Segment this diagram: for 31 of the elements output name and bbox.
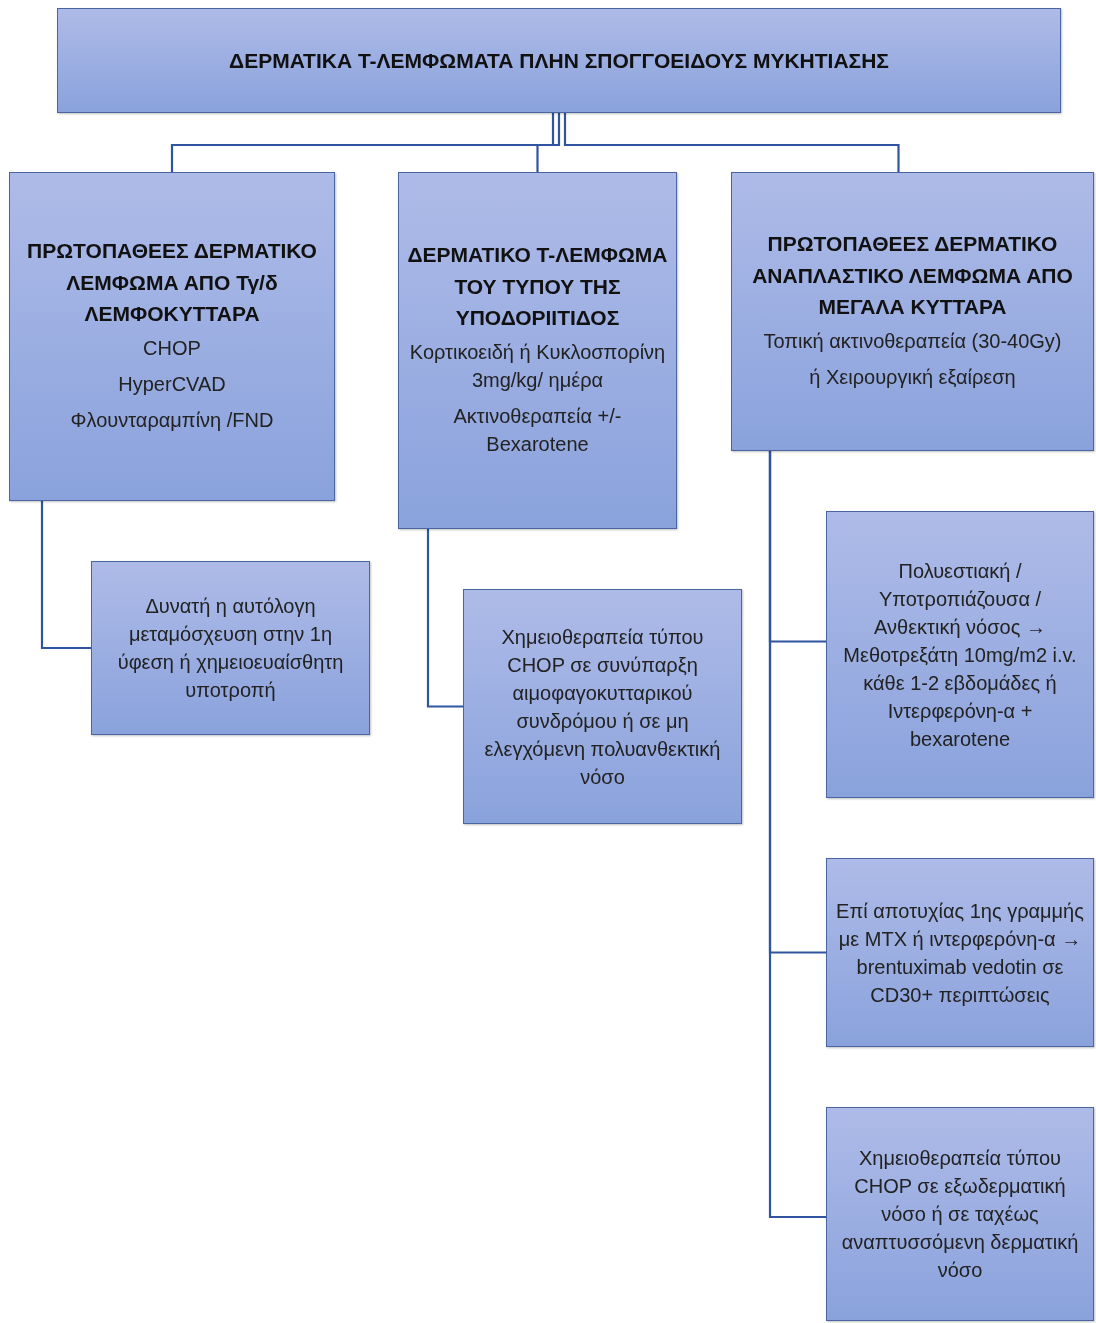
box-text: Τοπική ακτινοθεραπεία (30-40Gy) (763, 328, 1062, 354)
connector-line (40, 501, 91, 650)
process-box (731, 172, 1094, 451)
box-text: CHOP (143, 335, 201, 361)
connector-line (536, 113, 561, 172)
box-heading: ΔΕΡΜΑΤΙΚΑ Τ-ΛΕΜΦΩΜΑΤΑ ΠΛΗΝ ΣΠΟΓΓΟΕΙΔΟΥΣ ΜΥΚΗΤΙΑΣΗΣ (229, 47, 889, 74)
box-text: ή Χειρουργική εξαίρεση (809, 364, 1016, 390)
box-text: Φλουνταραμπίνη /FND (70, 407, 274, 433)
box-text: Πολυεστιακή / Υποτροπιάζουσα / Ανθεκτική νόσος → Μεθοτρεξάτη 10mg/m2 i.v. κάθε 1-2 εβδομάδες ή Ιντερφερόνη-α + bexarotene (842, 558, 1078, 752)
box-heading: ΠΡΩΤΟΠΑΘΕΕΣ ΔΕΡΜΑΤΙΚΟ ΛΕΜΦΩΜΑ ΑΠΟ Τγ/δ ΛΕΜΦΟΚΥΤΤΑΡΑ (26, 238, 318, 328)
process-box (826, 511, 1094, 798)
process-box (57, 8, 1061, 113)
connector-line (426, 529, 463, 708)
connector-line (768, 451, 826, 1219)
process-box (9, 172, 335, 501)
box-text: Χημειοθεραπεία τύπου CHOP σε συνύπαρξη αιμοφαγοκυτταρικού συνδρόμου ή σε μη ελεγχόμενη πολυανθεκτική νόσο (483, 624, 722, 790)
connector-line (170, 113, 555, 172)
box-text: Επί αποτυχίας 1ης γραμμής με MTX ή ιντερφερόνη-α → brentuximab vedotin σε CD30+ περιπτώσεις (835, 898, 1085, 1008)
connector-line (563, 113, 900, 172)
box-heading: ΔΕΡΜΑΤΙΚΟ Τ-ΛΕΜΦΩΜΑ ΤΟΥ ΤΥΠΟΥ ΤΗΣ ΥΠΟΔΟΡΙΙΤΙΔΟΣ (407, 242, 668, 332)
process-box (826, 858, 1094, 1047)
process-box (398, 172, 677, 529)
box-heading: ΠΡΩΤΟΠΑΘΕΕΣ ΔΕΡΜΑΤΙΚΟ ΑΝΑΠΛΑΣΤΙΚΟ ΛΕΜΦΩΜΑ ΑΠΟ ΜΕΓΑΛΑ ΚΥΤΤΑΡΑ (751, 231, 1074, 321)
process-box (826, 1107, 1094, 1321)
box-text: Χημειοθεραπεία τύπου CHOP σε εξωδερματική νόσο ή σε ταχέως αναπτυσσόμενη δερματική νόσο (840, 1146, 1080, 1283)
box-text: HyperCVAD (118, 371, 226, 397)
process-box (91, 561, 370, 735)
box-text: Κορτικοειδή ή Κυκλοσπορίνη 3mg/kg/ ημέρα (408, 339, 667, 393)
box-text: Ακτινοθεραπεία +/- Bexarotene (452, 403, 623, 457)
box-text: Δυνατή η αυτόλογη μεταμόσχευση στην 1η ύφεση ή χημειοευαίσθητη υποτροπή (116, 594, 345, 703)
process-box (463, 589, 742, 824)
